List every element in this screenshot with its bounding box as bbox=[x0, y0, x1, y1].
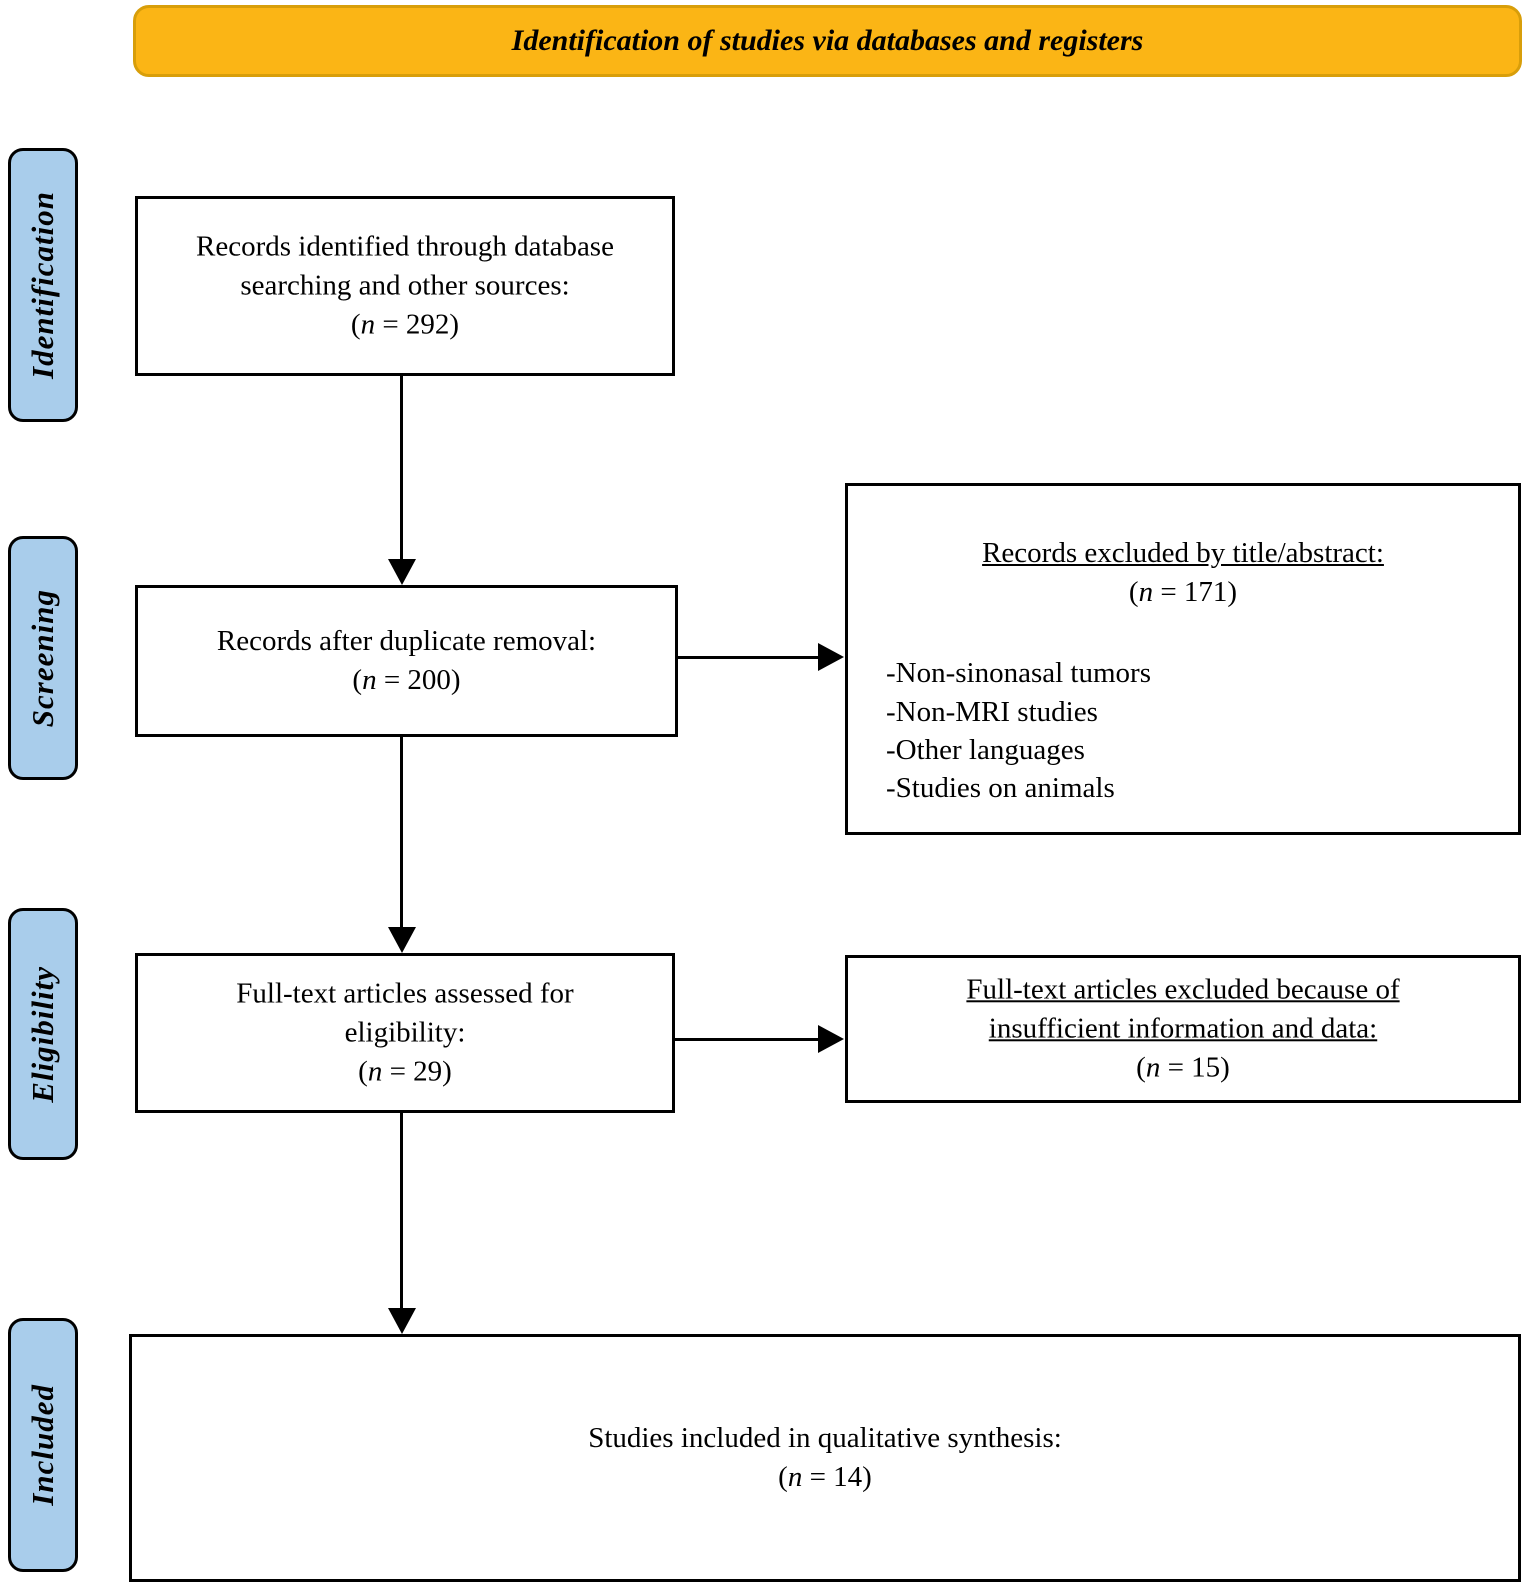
stage-label-eligibility: Eligibility bbox=[8, 908, 78, 1160]
arrowhead-right-2 bbox=[818, 1025, 844, 1053]
exclusion-reason: -Studies on animals bbox=[886, 772, 1115, 805]
box-records-identified-count: (n = 292) bbox=[350, 308, 460, 341]
connector-fulltext-to-excluded bbox=[675, 1038, 820, 1041]
stage-label-included: Included bbox=[8, 1318, 78, 1572]
n-variable: n bbox=[360, 308, 376, 341]
arrowhead-down-1 bbox=[388, 559, 416, 585]
arrowhead-down-3 bbox=[388, 1308, 416, 1334]
box-fulltext-excluded-title-line2: insufficient information and data: bbox=[988, 1012, 1378, 1045]
box-fulltext-assessed-line1: Full-text articles assessed for bbox=[236, 977, 574, 1010]
box-fulltext-assessed: Full-text articles assessed for eligibil… bbox=[135, 953, 675, 1113]
n-variable: n bbox=[362, 664, 377, 696]
banner-identification-of-studies: Identification of studies via databases … bbox=[133, 5, 1522, 77]
box-records-excluded-title: Records excluded by title/abstract: bbox=[982, 537, 1384, 569]
connector-identified-to-dedup bbox=[400, 376, 403, 562]
stage-label-screening-text: Screening bbox=[25, 588, 60, 728]
box-studies-included: Studies included in qualitative synthesi… bbox=[129, 1334, 1521, 1582]
box-fulltext-excluded-title-line1: Full-text articles excluded because of bbox=[966, 973, 1400, 1006]
stage-label-screening: Screening bbox=[8, 536, 78, 780]
box-records-excluded-count: (n = 171) bbox=[1128, 576, 1238, 609]
box-studies-included-count: (n = 14) bbox=[778, 1461, 872, 1493]
n-variable: n bbox=[1138, 576, 1154, 609]
stage-label-eligibility-text: Eligibility bbox=[25, 965, 60, 1103]
box-records-excluded-title-abstract: Records excluded by title/abstract: (n =… bbox=[845, 483, 1521, 835]
exclusion-reason: -Other languages bbox=[886, 733, 1085, 766]
connector-fulltext-to-included bbox=[400, 1113, 403, 1309]
n-variable: n bbox=[367, 1055, 383, 1088]
box-records-identified-line2: searching and other sources: bbox=[240, 269, 570, 302]
arrowhead-right-1 bbox=[818, 643, 844, 671]
box-duplicate-removal-line1: Records after duplicate removal: bbox=[216, 624, 597, 657]
exclusion-reason: -Non-sinonasal tumors bbox=[886, 657, 1151, 690]
box-fulltext-assessed-count: (n = 29) bbox=[358, 1055, 452, 1088]
connector-dedup-to-fulltext bbox=[400, 737, 403, 929]
box-duplicate-removal-count: (n = 200) bbox=[352, 664, 461, 696]
box-studies-included-line1: Studies included in qualitative synthesi… bbox=[588, 1421, 1062, 1454]
n-variable: n bbox=[1145, 1051, 1161, 1084]
box-records-identified: Records identified through database sear… bbox=[135, 196, 675, 376]
box-records-identified-line1: Records identified through database bbox=[196, 230, 614, 263]
banner-title: Identification of studies via databases … bbox=[511, 24, 1144, 57]
arrowhead-down-2 bbox=[388, 927, 416, 953]
n-variable: n bbox=[787, 1461, 803, 1493]
box-duplicate-removal: Records after duplicate removal: (n = 20… bbox=[135, 585, 678, 737]
box-fulltext-excluded: Full-text articles excluded because of i… bbox=[845, 955, 1521, 1103]
stage-label-identification: Identification bbox=[8, 148, 78, 422]
stage-label-identification-text: Identification bbox=[25, 191, 60, 379]
stage-label-included-text: Included bbox=[25, 1384, 60, 1506]
exclusion-reason: -Non-MRI studies bbox=[886, 695, 1098, 728]
box-fulltext-excluded-count: (n = 15) bbox=[1136, 1051, 1230, 1084]
exclusion-reasons-list: -Non-sinonasal tumors -Non-MRI studies -… bbox=[860, 654, 1506, 807]
connector-dedup-to-excluded bbox=[678, 656, 820, 659]
box-fulltext-assessed-line2: eligibility: bbox=[344, 1016, 466, 1049]
